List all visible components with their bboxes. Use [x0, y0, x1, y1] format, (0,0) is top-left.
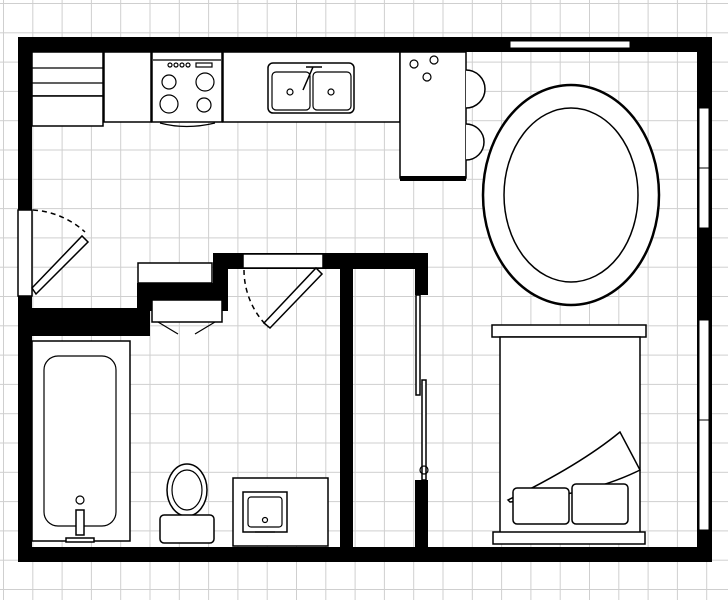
- round-rug: [481, 83, 661, 307]
- bar-counter: [399, 51, 467, 181]
- refrigerator: [31, 51, 104, 127]
- bar-stools: [465, 69, 486, 161]
- bathtub: [31, 340, 131, 543]
- bed: [491, 324, 647, 545]
- washer-dryer: [137, 262, 223, 335]
- stove: [151, 51, 223, 128]
- cabinet: [103, 51, 152, 123]
- closet-sliding-doors[interactable]: [415, 294, 429, 481]
- toilet: [159, 463, 215, 544]
- double-sink: [267, 62, 355, 114]
- entry-door[interactable]: [17, 209, 90, 297]
- bathroom-door[interactable]: [242, 253, 324, 330]
- bathroom-sink: [232, 477, 329, 547]
- windows: [509, 40, 710, 531]
